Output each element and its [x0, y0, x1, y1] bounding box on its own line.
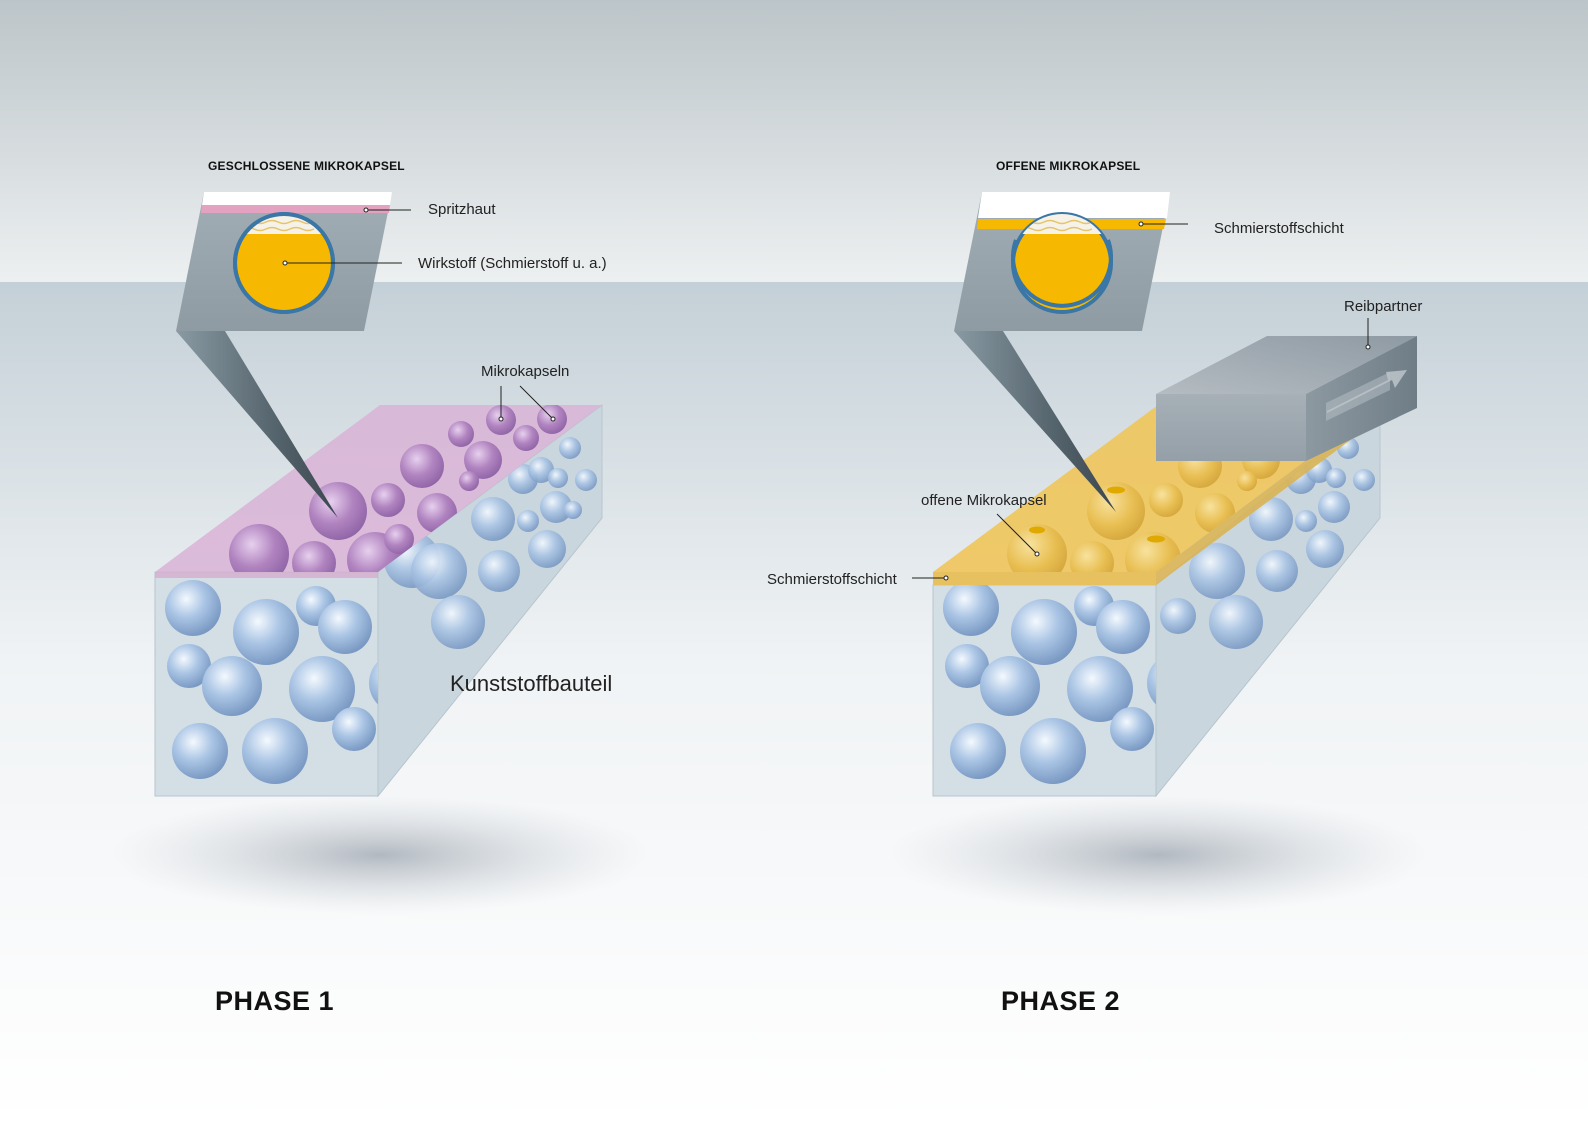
- phase2-title: PHASE 2: [1001, 986, 1121, 1016]
- label-lubricant-layer-side: Schmierstoffschicht: [767, 571, 897, 588]
- block-side-spheres: [1160, 437, 1375, 649]
- capsule-closeup-open: [954, 192, 1170, 331]
- callout-dots-phase2: [943, 221, 1371, 581]
- label-open-microcapsule: offene Mikrokapsel: [921, 492, 1047, 509]
- header-open-capsule: OFFENE MIKROKAPSEL: [996, 159, 1141, 173]
- callout-lines-phase1: [285, 209, 553, 419]
- block-shadow: [110, 795, 650, 915]
- label-lubricant-layer-top: Schmierstoffschicht: [1214, 220, 1344, 237]
- block-front-spheres: [165, 580, 378, 784]
- microcapsules: [229, 405, 567, 572]
- label-spray-skin: Spritzhaut: [428, 201, 496, 218]
- zoom-pointer: [954, 331, 1116, 512]
- label-friction-partner: Reibpartner: [1344, 298, 1423, 315]
- phase1-title: PHASE 1: [215, 986, 335, 1016]
- block-phase1: [154, 404, 603, 798]
- label-plastic-part: Kunststoffbauteil: [450, 671, 613, 696]
- label-microcapsules: Mikrokapseln: [481, 363, 570, 380]
- zoom-pointer: [176, 331, 338, 518]
- capsule-openings: [1029, 486, 1165, 543]
- callout-lines-phase2: [912, 223, 1369, 579]
- block-shadow: [888, 795, 1428, 915]
- callout-dots-phase1: [282, 207, 556, 422]
- friction-partner-block: [1156, 336, 1417, 461]
- label-active-agent: Wirkstoff (Schmierstoff u. a.): [418, 255, 607, 272]
- header-closed-capsule: GESCHLOSSENE MIKROKAPSEL: [208, 159, 405, 173]
- block-front-spheres: [943, 585, 1156, 784]
